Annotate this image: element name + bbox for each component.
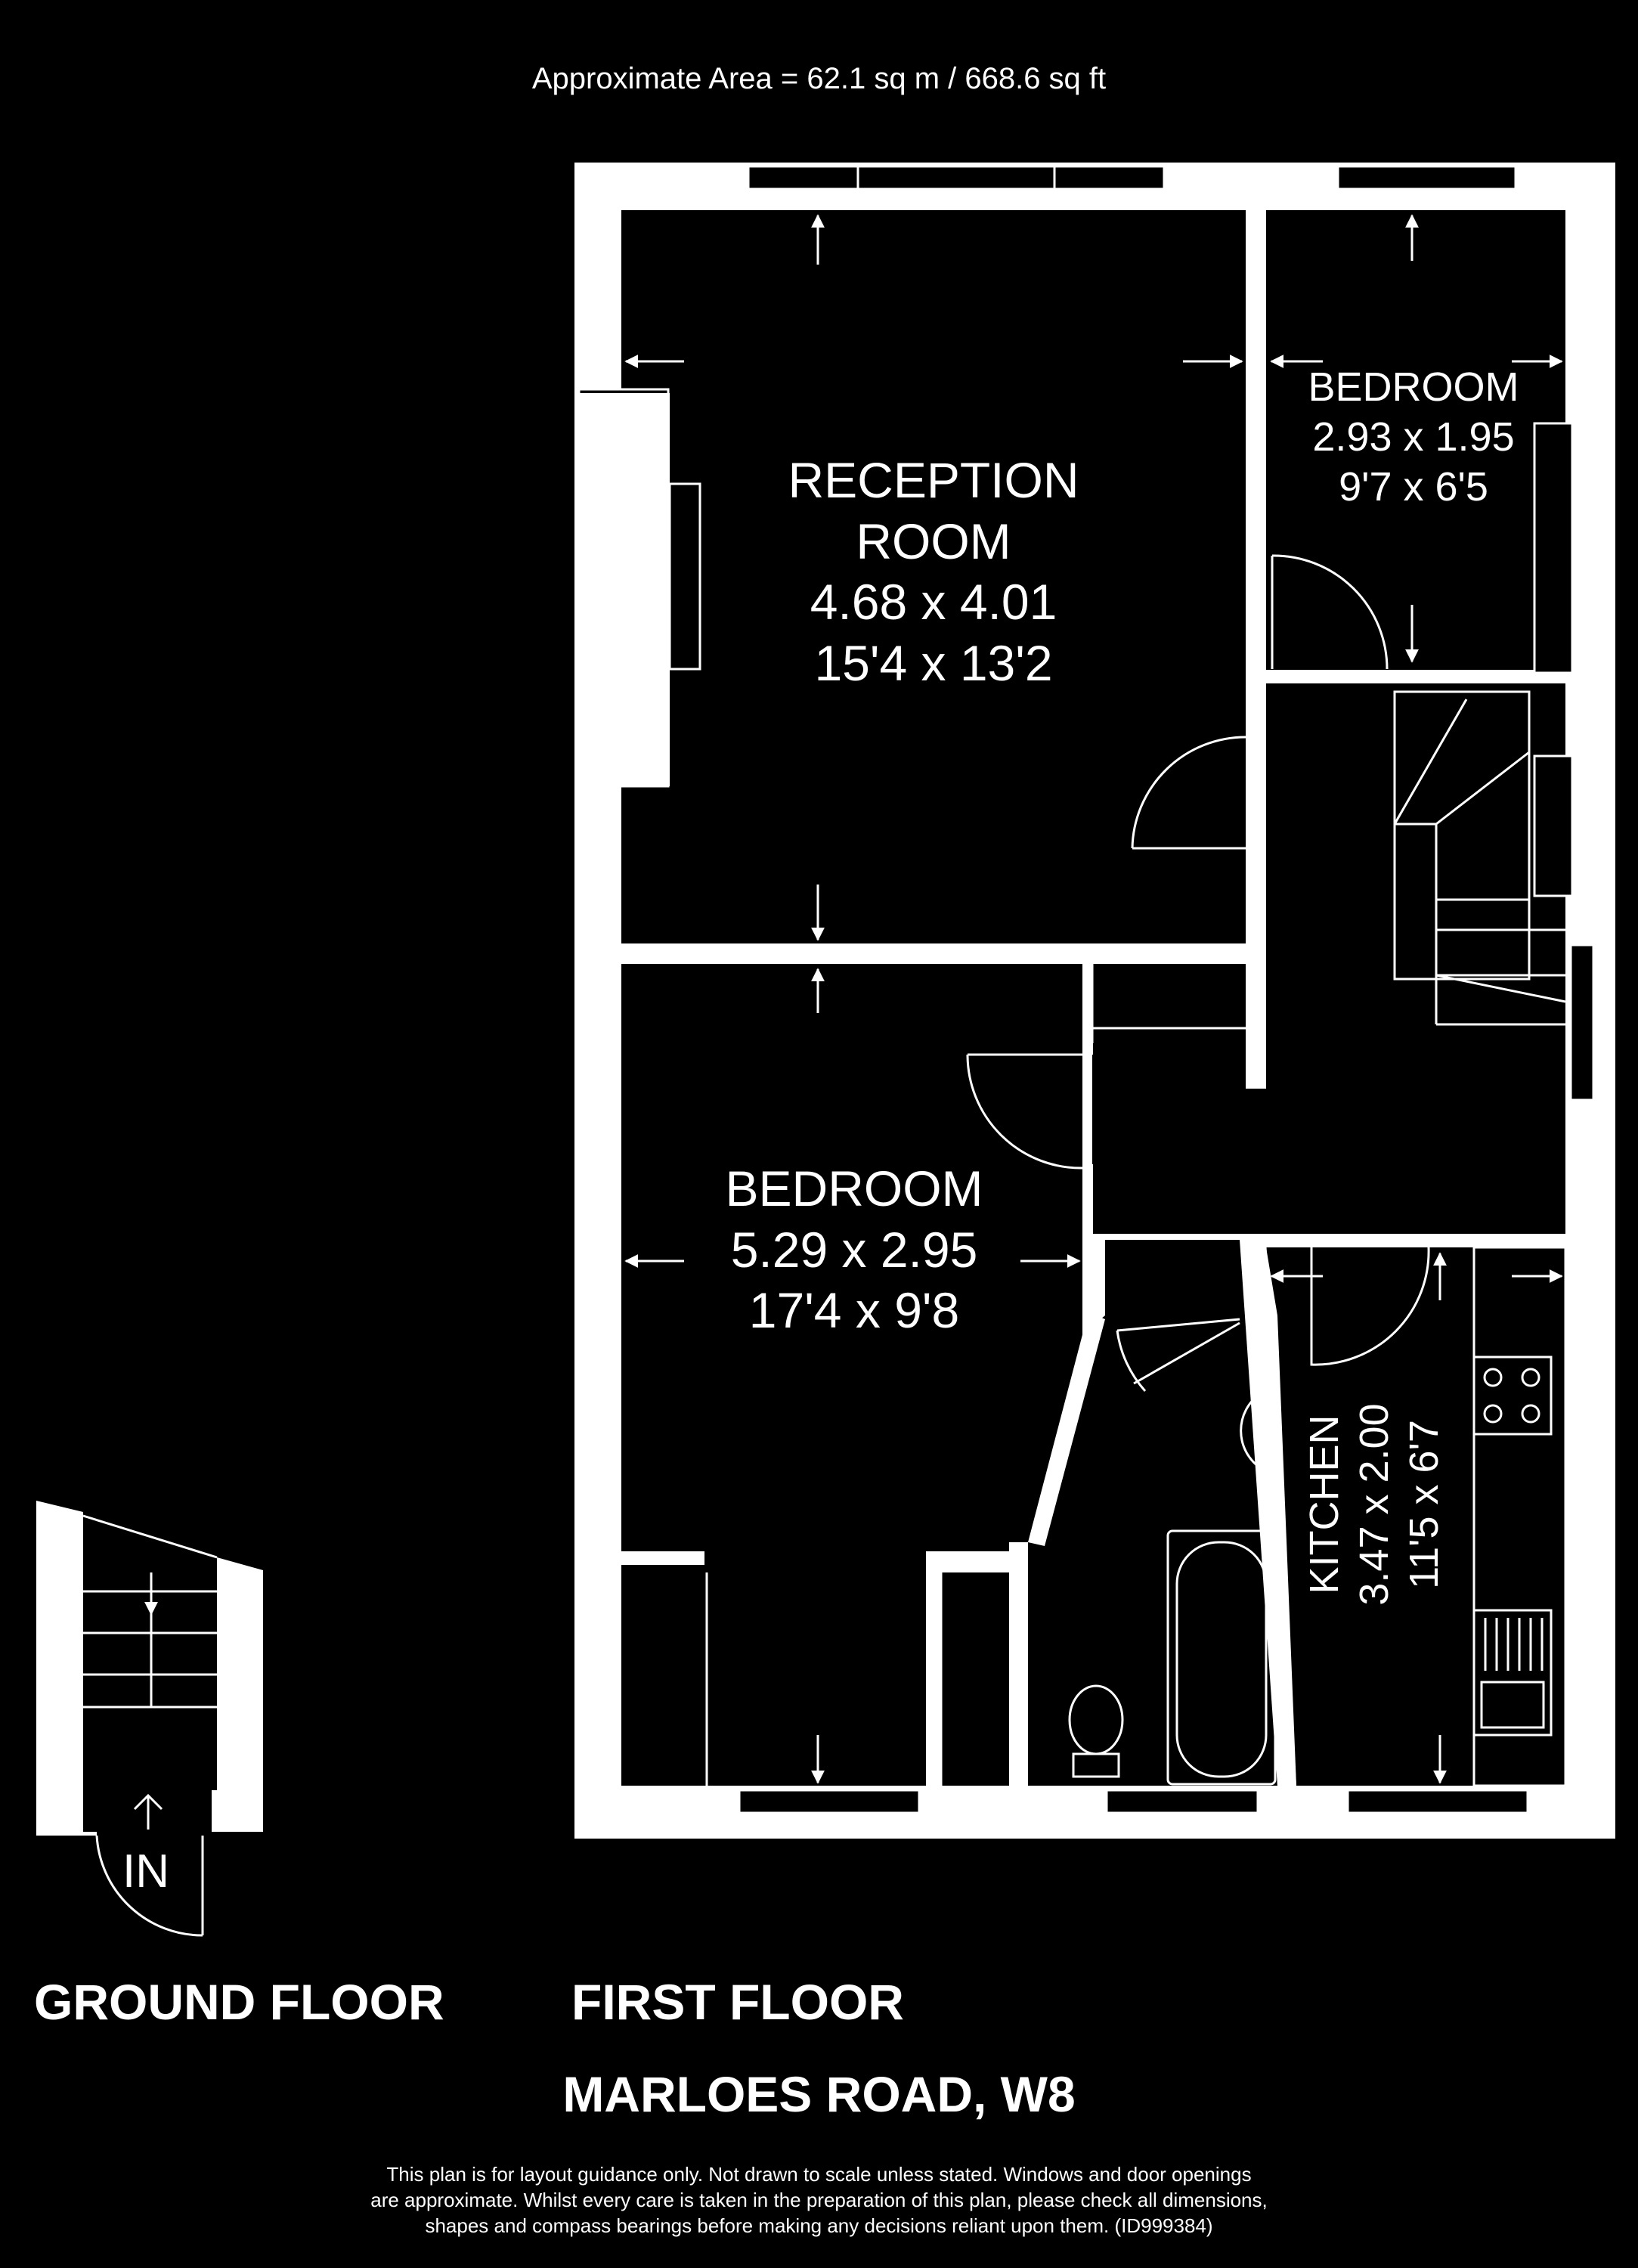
sink	[1472, 1609, 1553, 1737]
ground-floor-plan	[36, 1501, 263, 1937]
reception-room-imperial: 15'4 x 13'2	[814, 634, 1053, 691]
door-swings	[966, 554, 1430, 1393]
reception-room-name-line2: ROOM	[856, 513, 1011, 569]
first-floor-stairs	[1393, 690, 1566, 1026]
hall-area	[1092, 964, 1565, 1234]
kitchen-fixtures	[1472, 1246, 1567, 1787]
small-bedroom-name: BEDROOM	[1308, 364, 1519, 410]
kitchen-label: KITCHEN 3.47 x 2.00 11'5 x 6'7	[1300, 1353, 1450, 1656]
small-bedroom-area	[1266, 210, 1565, 670]
large-bedroom-label: BEDROOM 5.29 x 2.95 17'4 x 9'8	[665, 1158, 1043, 1341]
kitchen-area	[1266, 1247, 1565, 1786]
first-floor-label: FIRST FLOOR	[571, 1974, 904, 2030]
hob	[1472, 1356, 1553, 1436]
kitchen-imperial: 11'5 x 6'7	[1401, 1420, 1447, 1589]
reception-room-area	[621, 210, 1246, 943]
kitchen-name: KITCHEN	[1302, 1414, 1347, 1594]
disclaimer-line-2: are approximate. Whilst every care is ta…	[370, 2188, 1268, 2211]
reception-room-metric: 4.68 x 4.01	[810, 574, 1057, 631]
wardrobes	[705, 964, 1246, 1786]
disclaimer: This plan is for layout guidance only. N…	[0, 2162, 1638, 2239]
first-floor-rooms	[621, 210, 1565, 1786]
chimney-breast	[579, 393, 701, 786]
bathtub	[1166, 1529, 1277, 1786]
partition-walls	[621, 210, 1593, 1786]
property-address: MARLOES ROAD, W8	[562, 2066, 1076, 2122]
counter	[1472, 1246, 1567, 1787]
bathroom-fixtures	[1068, 1392, 1277, 1786]
large-bedroom-metric: 5.29 x 2.95	[730, 1221, 978, 1278]
small-bedroom-metric: 2.93 x 1.95	[1312, 414, 1515, 460]
small-bedroom-label: BEDROOM 2.93 x 1.95 9'7 x 6'5	[1277, 363, 1550, 513]
basin	[1240, 1392, 1260, 1470]
reception-room-label: RECEPTION ROOM 4.68 x 4.01 15'4 x 13'2	[707, 450, 1160, 693]
disclaimer-line-1: This plan is for layout guidance only. N…	[386, 2163, 1252, 2186]
kitchen-metric: 3.47 x 2.00	[1351, 1403, 1397, 1606]
dimension-arrows	[624, 214, 1563, 1784]
large-bedroom-imperial: 17'4 x 9'8	[748, 1282, 960, 1339]
approximate-area: Approximate Area = 62.1 sq m / 668.6 sq …	[531, 62, 1107, 95]
large-bedroom-name: BEDROOM	[725, 1160, 983, 1216]
ground-floor-label: GROUND FLOOR	[34, 1974, 444, 2030]
reception-room-name-line1: RECEPTION	[788, 452, 1079, 508]
entrance-label: IN	[122, 1845, 169, 1898]
disclaimer-line-3: shapes and compass bearings before makin…	[425, 2214, 1213, 2237]
bathroom-area	[1028, 1240, 1277, 1786]
small-bedroom-imperial: 9'7 x 6'5	[1339, 463, 1488, 510]
